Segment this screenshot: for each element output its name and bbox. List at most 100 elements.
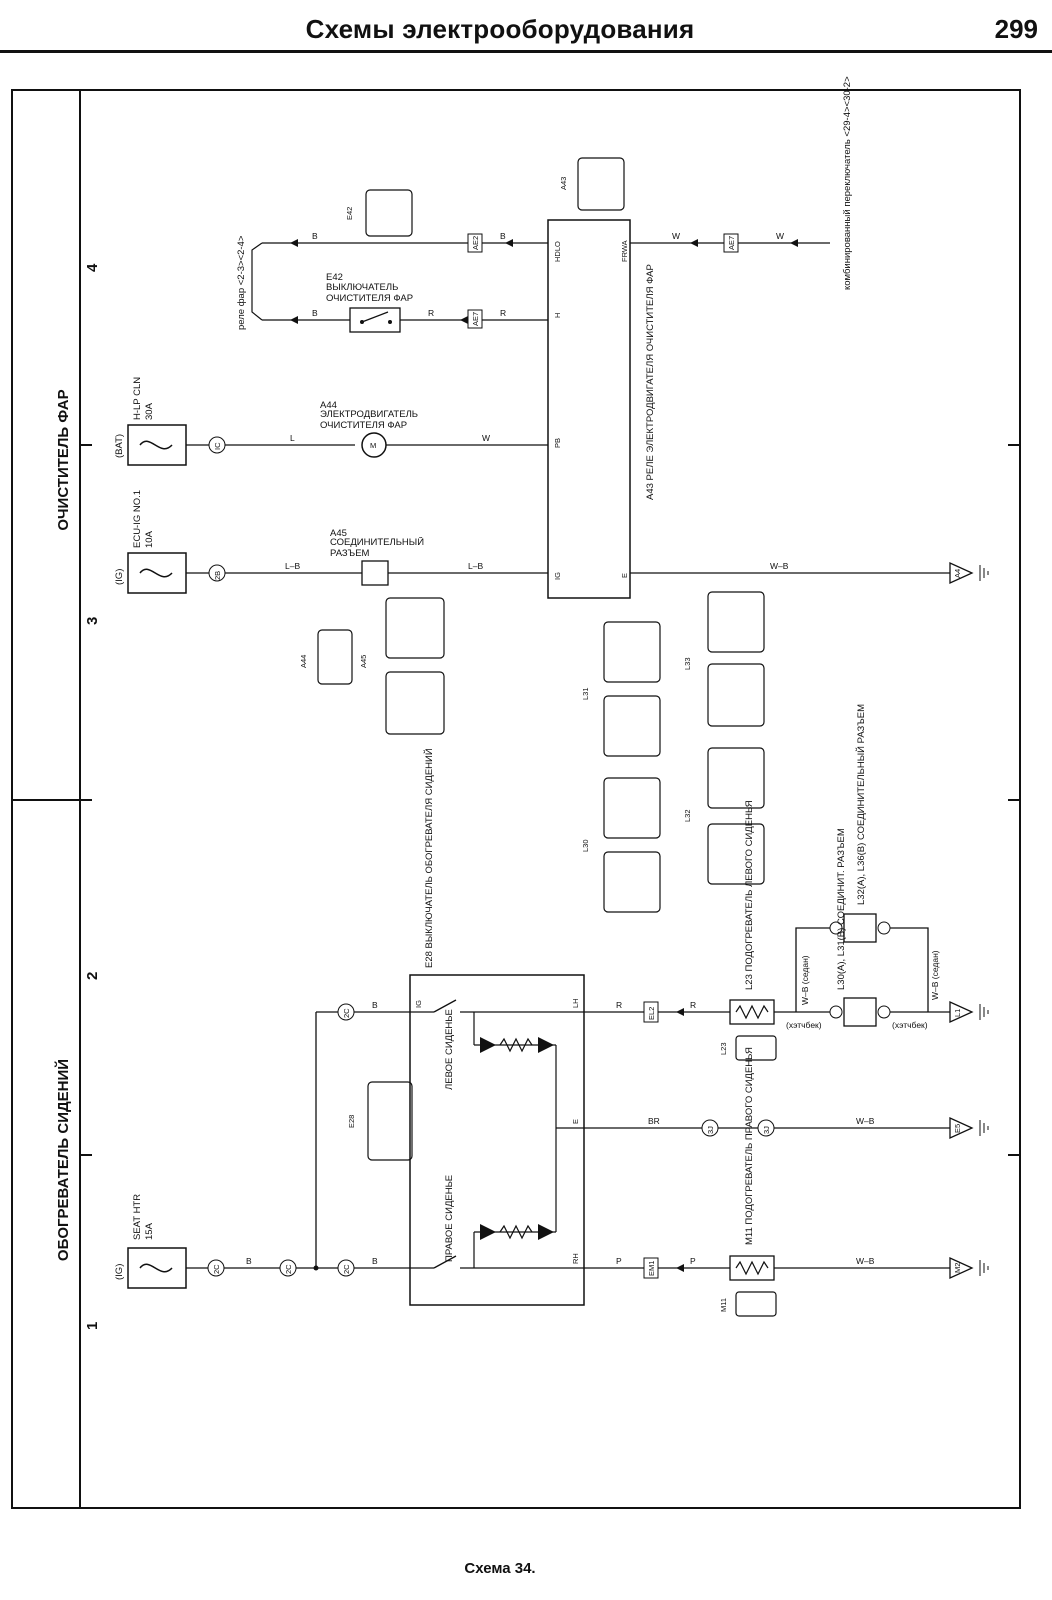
a43-pin-e: E	[620, 573, 629, 578]
svg-text:E28: E28	[347, 1115, 356, 1128]
fuse-ecu-ig	[127, 552, 187, 594]
svg-text:B: B	[246, 1256, 252, 1266]
svg-text:A43: A43	[559, 177, 568, 190]
ground-m2	[949, 1256, 974, 1280]
svg-text:H-LP CLN: H-LP CLN	[132, 377, 143, 420]
ground-a4	[949, 561, 974, 585]
svg-text:R: R	[690, 1000, 696, 1010]
svg-text:L23: L23	[719, 1042, 728, 1055]
connector-tag-ae2	[467, 233, 483, 253]
svg-text:A45: A45	[359, 655, 368, 668]
svg-text:AE7: AE7	[471, 312, 480, 326]
svg-text:15A: 15A	[144, 1222, 155, 1240]
ground-e5	[949, 1116, 974, 1140]
svg-text:EL2: EL2	[647, 1007, 656, 1020]
connector-views-top	[317, 157, 765, 913]
section-title-headlamp-cleaner: ОЧИСТИТЕЛЬ ФАР	[55, 389, 72, 530]
svg-text:E42: E42	[345, 207, 354, 220]
svg-text:R: R	[500, 308, 506, 318]
svg-text:BR: BR	[648, 1116, 660, 1126]
a43-pin-frwa: FRWA	[620, 240, 629, 262]
wire-color-b-2: B	[500, 231, 506, 241]
svg-text:W–B: W–B	[856, 1116, 875, 1126]
svg-text:E5: E5	[953, 1124, 962, 1133]
svg-text:L33: L33	[683, 657, 692, 670]
svg-text:L30(A), L31(B) СОЕДИНИТ. РАЗЪЕ: L30(A), L31(B) СОЕДИНИТ. РАЗЪЕМ	[836, 828, 847, 990]
l32-l36-connector	[843, 913, 877, 943]
grid-number-2: 2	[84, 972, 101, 980]
a43-pin-ig: IG	[553, 572, 562, 580]
svg-text:A45: A45	[330, 528, 347, 539]
svg-text:(BAT): (BAT)	[114, 434, 125, 458]
svg-text:AE7: AE7	[727, 236, 736, 250]
svg-text:W: W	[482, 433, 490, 443]
svg-text:L23 ПОДОГРЕВАТЕЛЬ ЛЕВОГО СИДЕН: L23 ПОДОГРЕВАТЕЛЬ ЛЕВОГО СИДЕНЬЯ	[744, 800, 755, 990]
outer-frame	[11, 89, 1021, 1509]
connector-tag-ae7-frwa	[723, 233, 739, 253]
page-number: 299	[994, 14, 1038, 44]
headlamp-relay-ref: реле фар <2-3><2-4>	[236, 235, 247, 330]
svg-text:W: W	[776, 231, 784, 241]
svg-text:W–B: W–B	[770, 561, 789, 571]
e28-label: E28 ВЫКЛЮЧАТЕЛЬ ОБОГРЕВАТЕЛЯ СИДЕНИЙ	[423, 748, 435, 968]
svg-text:L31: L31	[581, 687, 590, 700]
svg-text:30A: 30A	[144, 402, 155, 420]
svg-text:A44: A44	[299, 655, 308, 668]
svg-text:3J: 3J	[762, 1126, 771, 1134]
svg-text:A44: A44	[320, 400, 337, 411]
grid-number-3: 3	[84, 617, 101, 625]
svg-text:W–B (седан): W–B (седан)	[930, 950, 940, 1000]
svg-text:ЛЕВОЕ СИДЕНЬЕ: ЛЕВОЕ СИДЕНЬЕ	[444, 1009, 455, 1090]
svg-text:M2: M2	[953, 1263, 962, 1273]
svg-text:W–B: W–B	[856, 1256, 875, 1266]
svg-text:RH: RH	[571, 1253, 580, 1264]
svg-text:10A: 10A	[144, 530, 155, 548]
svg-text:M: M	[370, 441, 376, 450]
svg-text:(хэтчбек): (хэтчбек)	[786, 1020, 822, 1030]
svg-text:L30: L30	[581, 839, 590, 852]
svg-text:ECU-IG NO.1: ECU-IG NO.1	[132, 490, 143, 548]
a43-pin-pb: PB	[553, 438, 562, 448]
svg-text:R: R	[616, 1000, 622, 1010]
svg-text:SEAT HTR: SEAT HTR	[132, 1194, 143, 1240]
connector-views-bottom	[367, 1035, 777, 1317]
svg-text:B: B	[312, 308, 318, 318]
svg-text:A4: A4	[953, 569, 962, 578]
grid-number-1: 1	[84, 1322, 101, 1330]
a43-relay-box	[547, 219, 631, 599]
e42-switch	[349, 307, 401, 333]
svg-text:L–B: L–B	[285, 561, 300, 571]
a45-junction	[361, 560, 389, 586]
svg-text:EM1: EM1	[647, 1261, 656, 1276]
svg-text:P: P	[690, 1256, 696, 1266]
svg-text:L1: L1	[953, 1009, 962, 1017]
svg-text:2C: 2C	[284, 1264, 293, 1274]
svg-text:2C: 2C	[342, 1008, 351, 1018]
section-title-seat-heater: ОБОГРЕВАТЕЛЬ СИДЕНИЙ	[54, 1059, 72, 1261]
svg-text:2C: 2C	[212, 1264, 221, 1274]
svg-text:2C: 2C	[342, 1264, 351, 1274]
svg-text:R: R	[428, 308, 434, 318]
svg-text:W: W	[672, 231, 680, 241]
e28-seat-heater-switch	[409, 974, 585, 1306]
svg-text:L–B: L–B	[468, 561, 483, 571]
fuse-hlp-cln	[127, 424, 187, 466]
svg-text:3J: 3J	[706, 1126, 715, 1134]
svg-text:IG: IG	[414, 1000, 423, 1008]
svg-text:2B: 2B	[213, 571, 222, 580]
header-rule	[0, 50, 1052, 53]
svg-text:L: L	[290, 433, 295, 443]
l30-l31-connector	[843, 997, 877, 1027]
page-title: Схемы электрооборудования	[305, 14, 695, 44]
svg-text:B: B	[372, 1000, 378, 1010]
svg-text:M11 ПОДОГРЕВАТЕЛЬ ПРАВОГО СИДЕ: M11 ПОДОГРЕВАТЕЛЬ ПРАВОГО СИДЕНЬЯ	[744, 1047, 755, 1245]
grid-number-4: 4	[84, 263, 101, 272]
fuse-seat-htr	[127, 1247, 187, 1289]
ground-l1	[949, 1000, 974, 1024]
page-header: Схемы электрооборудования 299	[0, 0, 1052, 56]
e42-name: ВЫКЛЮЧАТЕЛЬ ОЧИСТИТЕЛЯ ФАР	[326, 282, 414, 304]
svg-text:LH: LH	[571, 998, 580, 1008]
svg-text:(IG): (IG)	[114, 1264, 125, 1280]
figure-caption: Схема 34.	[464, 1560, 536, 1577]
combination-switch-ref: комбинированный переключатель <29-4><30-…	[842, 76, 853, 290]
